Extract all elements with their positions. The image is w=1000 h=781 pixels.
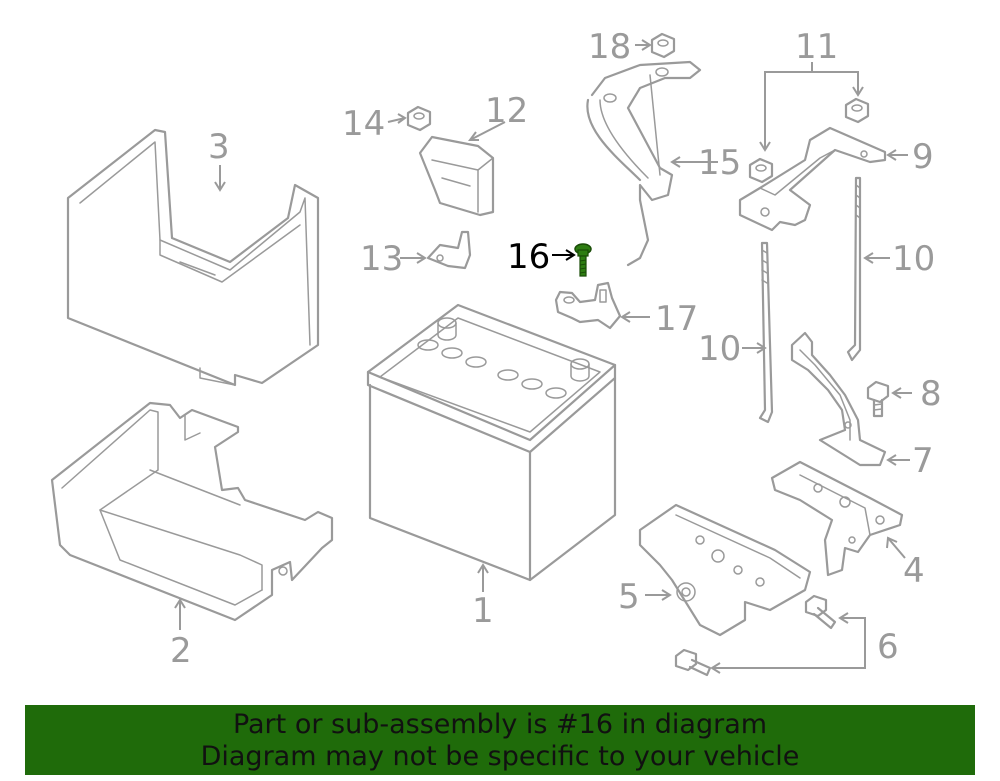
part-6-bolts[interactable] xyxy=(674,594,837,677)
callout-8: 8 xyxy=(920,374,942,414)
part-13-clamp[interactable] xyxy=(426,230,472,270)
callout-7: 7 xyxy=(912,441,934,481)
callout-9: 9 xyxy=(912,137,934,177)
callout-12: 12 xyxy=(485,91,528,131)
banner-line-1: Part or sub-assembly is #16 in diagram xyxy=(232,709,768,740)
part-3-battery-cover[interactable] xyxy=(66,128,320,387)
leader-lines xyxy=(174,39,912,674)
callout-10-right: 10 xyxy=(892,239,935,279)
part-5-base-plate[interactable] xyxy=(638,503,812,637)
callout-5: 5 xyxy=(618,577,640,617)
part-2-battery-tray[interactable] xyxy=(50,401,334,622)
part-17-terminal[interactable] xyxy=(554,281,622,330)
info-banner: Part or sub-assembly is #16 in diagram D… xyxy=(25,705,975,775)
callout-15: 15 xyxy=(698,143,741,183)
callout-18: 18 xyxy=(588,27,631,67)
part-14-nut[interactable] xyxy=(406,105,432,132)
callout-6: 6 xyxy=(877,627,899,667)
callout-11: 11 xyxy=(795,27,838,67)
part-8-bolt[interactable] xyxy=(866,380,890,418)
part-16-bolt[interactable] xyxy=(574,243,592,277)
part-15-cable[interactable] xyxy=(586,60,702,267)
part-18-nut[interactable] xyxy=(650,32,676,59)
callout-1: 1 xyxy=(472,591,494,631)
callout-10-left: 10 xyxy=(698,329,741,369)
callout-14: 14 xyxy=(342,104,385,144)
callout-2: 2 xyxy=(170,631,192,671)
part-10-rods[interactable] xyxy=(758,176,862,424)
part-4-bracket[interactable] xyxy=(770,460,904,577)
callout-13: 13 xyxy=(360,239,403,279)
part-12-module[interactable] xyxy=(418,135,495,217)
callout-17: 17 xyxy=(655,299,698,339)
callout-numbers: 1 2 3 4 5 6 7 8 9 10 10 11 12 13 14 15 1… xyxy=(170,27,942,671)
callout-4: 4 xyxy=(903,551,925,591)
parts-diagram: 1 2 3 4 5 6 7 8 9 10 10 11 12 13 14 15 1… xyxy=(50,27,942,677)
part-9-bracket[interactable] xyxy=(738,126,887,232)
callout-16: 16 xyxy=(507,237,550,277)
callout-3: 3 xyxy=(208,127,230,167)
part-11-nuts[interactable] xyxy=(748,97,870,184)
part-7-bracket[interactable] xyxy=(790,331,887,467)
part-1-battery[interactable] xyxy=(366,303,617,582)
banner-line-2: Diagram may not be specific to your vehi… xyxy=(200,741,800,772)
